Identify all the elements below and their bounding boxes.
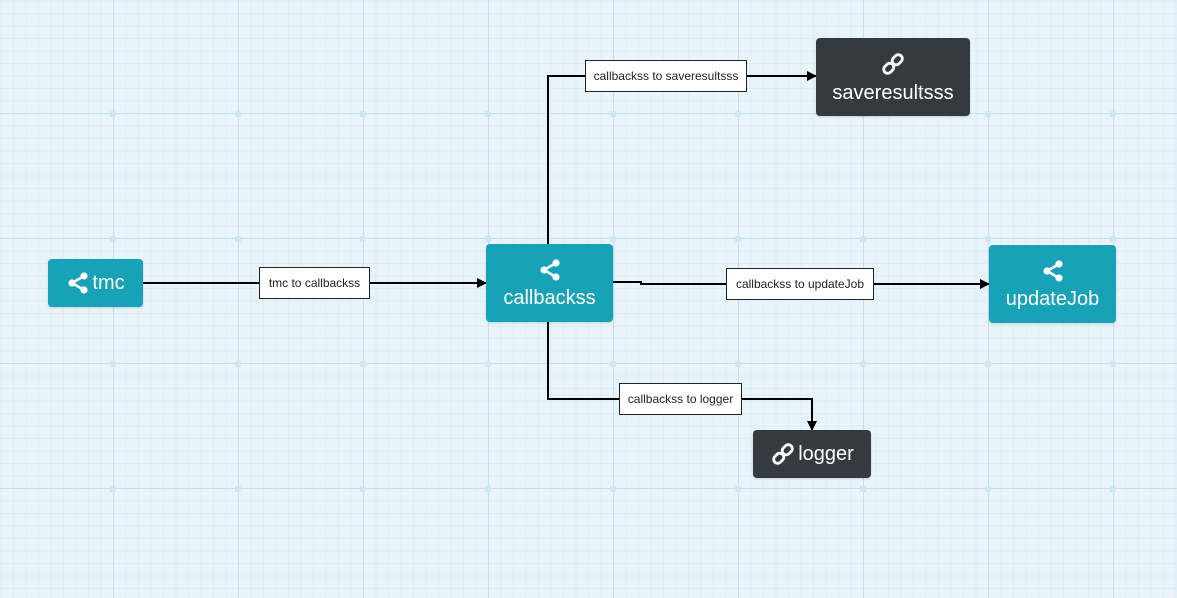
grid-dot: [110, 486, 116, 492]
grid-dot: [610, 361, 616, 367]
grid-dot: [860, 361, 866, 367]
grid-dot: [360, 111, 366, 117]
grid-dot: [485, 111, 491, 117]
share-icon: [1041, 259, 1065, 283]
grid-dot: [110, 361, 116, 367]
edge-callbackss-to-saveresultsss[interactable]: [547, 71, 817, 244]
node-logger[interactable]: logger: [753, 430, 871, 478]
grid-dot: [485, 486, 491, 492]
grid-dot: [735, 361, 741, 367]
edge-label-callbackss-to-logger[interactable]: callbackss to logger: [619, 383, 742, 415]
share-icon: [66, 271, 90, 295]
edge-label-callbackss-to-updateJob[interactable]: callbackss to updateJob: [726, 268, 874, 300]
node-label: callbackss: [503, 286, 596, 309]
grid-dot: [735, 111, 741, 117]
grid-dot: [485, 236, 491, 242]
node-label: updateJob: [1005, 287, 1100, 310]
grid-dot: [985, 361, 991, 367]
grid-dot: [985, 486, 991, 492]
link-icon: [770, 441, 796, 467]
node-tmc[interactable]: tmc: [48, 259, 143, 307]
grid-dot: [1110, 361, 1116, 367]
node-label: saveresultsss: [832, 81, 954, 104]
grid-dot: [985, 236, 991, 242]
grid-dot: [610, 111, 616, 117]
grid-dot: [610, 486, 616, 492]
grid-dot: [235, 111, 241, 117]
link-icon: [880, 51, 906, 77]
edge-label-callbackss-to-saveresultsss[interactable]: callbackss to saveresultsss: [585, 60, 747, 92]
grid-dot: [235, 361, 241, 367]
grid-dot: [860, 486, 866, 492]
grid-dot: [735, 486, 741, 492]
grid-dot: [610, 236, 616, 242]
edge-label-tmc-to-callbackss[interactable]: tmc to callbackss: [259, 267, 370, 299]
grid-dot: [235, 236, 241, 242]
node-updateJob[interactable]: updateJob: [989, 245, 1116, 323]
node-saveresultsss[interactable]: saveresultsss: [816, 38, 970, 116]
share-icon: [538, 258, 562, 282]
node-callbackss[interactable]: callbackss: [486, 244, 613, 322]
grid-dot: [110, 111, 116, 117]
grid-dot: [360, 486, 366, 492]
node-label: logger: [798, 443, 854, 465]
grid-dot: [485, 361, 491, 367]
grid-dot: [860, 236, 866, 242]
grid-dot: [1110, 236, 1116, 242]
grid-dot: [360, 361, 366, 367]
grid-dot: [110, 236, 116, 242]
node-label: tmc: [92, 272, 125, 294]
grid-dot: [1110, 486, 1116, 492]
grid-dot: [985, 111, 991, 117]
grid-dot: [1110, 111, 1116, 117]
grid-dot: [235, 486, 241, 492]
grid-dot: [360, 236, 366, 242]
grid-dot: [735, 236, 741, 242]
